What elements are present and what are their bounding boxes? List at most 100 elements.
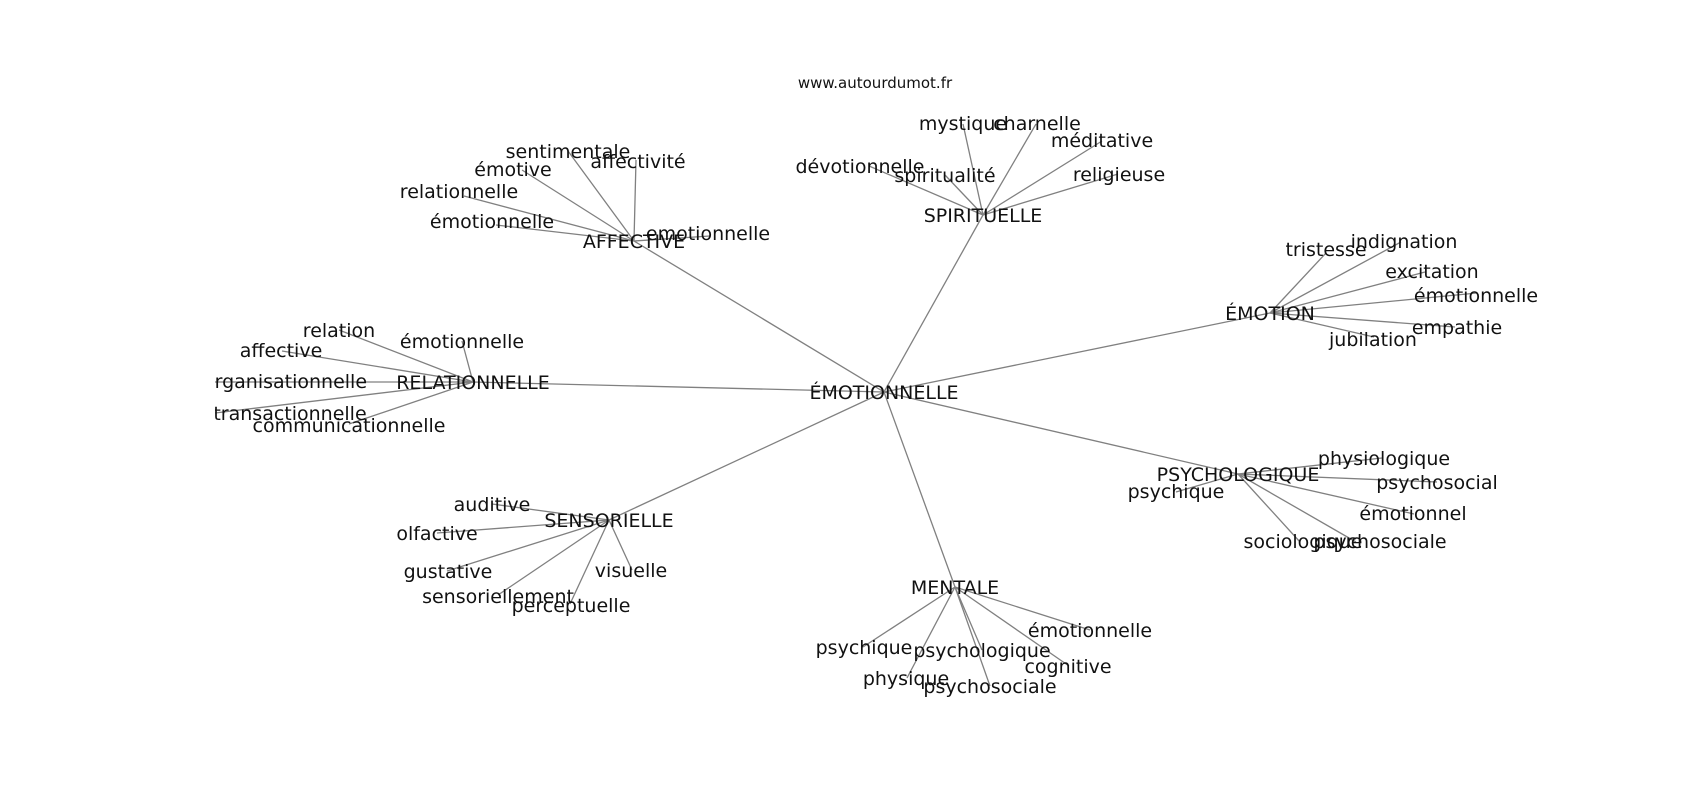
leaf-word[interactable]: psychosociale	[923, 676, 1056, 698]
edge-psychologique-leaf	[1175, 473, 1239, 493]
leaf-word[interactable]: affectivité	[590, 151, 685, 173]
edge-relationnelle-leaf	[338, 329, 474, 383]
center-node[interactable]: ÉMOTIONNELLE	[809, 381, 958, 404]
edge-mentale-leaf	[954, 586, 1070, 667]
edge-spirituelle-leaf	[982, 140, 1103, 216]
edge-mentale-leaf	[954, 586, 991, 687]
hub-node-emotion[interactable]: ÉMOTION	[1225, 302, 1315, 325]
edge-sensorielle-leaf	[491, 503, 610, 521]
leaf-word[interactable]: emotionnelle	[646, 223, 770, 245]
leaf-word[interactable]: tristesse	[1285, 239, 1366, 261]
leaf-word[interactable]: cognitive	[1024, 656, 1111, 678]
hub-node-mentale[interactable]: MENTALE	[911, 577, 999, 599]
edge-relationnelle-leaf	[348, 381, 474, 425]
leaf-word[interactable]: spiritualité	[894, 165, 995, 187]
edge-relationnelle-leaf	[215, 381, 474, 414]
edge-emotion-leaf	[1269, 271, 1426, 314]
leaf-word[interactable]: psychosocial	[1376, 472, 1498, 494]
leaf-word[interactable]: transactionnelle	[213, 403, 367, 425]
leaf-word[interactable]: sentimentale	[506, 141, 631, 163]
leaf-word[interactable]: relationnelle	[400, 181, 518, 203]
leaf-word[interactable]: olfactive	[396, 523, 477, 545]
edge-mentale-leaf	[954, 586, 1091, 631]
edge-sensorielle-leaf	[608, 519, 633, 571]
leaf-word[interactable]: psychologique	[913, 640, 1050, 662]
edge-emotion-leaf	[1269, 292, 1478, 314]
edge-relationnelle-leaf	[281, 350, 474, 383]
edge-psychologique-leaf	[1237, 473, 1301, 543]
hub-node-affective[interactable]: AFFECTIVE	[583, 231, 685, 253]
edge-psychologique-leaf	[1237, 457, 1383, 475]
edge-sensorielle-leaf	[569, 519, 610, 605]
leaf-word[interactable]: physiologique	[1318, 448, 1450, 470]
leaf-word[interactable]: psychique	[1128, 481, 1225, 503]
leaf-word[interactable]: émotionnelle	[400, 331, 524, 353]
leaf-word[interactable]: émotionnelle	[1414, 285, 1538, 307]
leaf-word[interactable]: empathie	[1412, 317, 1502, 339]
edge-center-mentale	[883, 391, 956, 588]
edge-spirituelle-leaf	[982, 173, 1119, 216]
edge-affective-leaf	[521, 169, 635, 242]
leaf-word[interactable]: sociologique	[1244, 531, 1363, 553]
edge-sensorielle-leaf	[446, 519, 610, 572]
leaf-word[interactable]: relation	[303, 320, 375, 342]
edge-center-psychologique	[883, 391, 1239, 475]
edge-affective-leaf	[495, 224, 635, 242]
leaf-word[interactable]: perceptuelle	[512, 595, 631, 617]
edge-affective-leaf	[463, 195, 635, 242]
edge-emotion-leaf	[1269, 241, 1402, 314]
edge-center-affective	[633, 240, 885, 393]
edge-spirituelle-leaf	[982, 123, 1037, 216]
edge-affective-leaf	[633, 159, 637, 242]
edge-center-relationnelle	[472, 381, 885, 393]
leaf-word[interactable]: communicationnelle	[253, 415, 446, 437]
leaf-word[interactable]: charnelle	[993, 113, 1081, 135]
hub-node-spirituelle[interactable]: SPIRITUELLE	[924, 205, 1043, 227]
leaf-word[interactable]: psychique	[816, 637, 913, 659]
edge-psychologique-leaf	[1237, 473, 1415, 515]
edge-mentale-leaf	[862, 586, 956, 648]
edge-spirituelle-leaf	[962, 123, 984, 216]
leaf-word[interactable]: émotionnelle	[1028, 620, 1152, 642]
leaf-word[interactable]: émotionnel	[1359, 503, 1466, 525]
edge-center-sensorielle	[608, 391, 885, 521]
leaf-word[interactable]: visuelle	[595, 560, 667, 582]
edge-affective-leaf	[567, 150, 635, 242]
leaf-word[interactable]: mystique	[919, 113, 1007, 135]
edge-psychologique-leaf	[1237, 473, 1438, 483]
edge-mentale-leaf	[906, 586, 956, 679]
hub-node-relationnelle[interactable]: RELATIONNELLE	[396, 372, 550, 394]
leaf-word[interactable]: méditative	[1051, 130, 1153, 152]
leaf-word[interactable]: psychosociale	[1313, 531, 1446, 553]
source-url[interactable]: www.autourdumot.fr	[798, 74, 953, 92]
leaf-word[interactable]: organisationnelle	[203, 371, 367, 393]
leaf-word[interactable]: sensoriellement	[422, 586, 574, 608]
leaf-word[interactable]: auditive	[454, 494, 531, 516]
leaf-word[interactable]: émotionnelle	[430, 211, 554, 233]
edge-center-emotion	[883, 312, 1271, 393]
edge-mentale-leaf	[954, 586, 983, 651]
leaf-word[interactable]: religieuse	[1073, 164, 1165, 186]
edge-emotion-leaf	[1269, 252, 1327, 314]
edge-center-spirituelle	[883, 214, 984, 393]
leaf-word[interactable]: excitation	[1385, 261, 1478, 283]
leaf-word[interactable]: indignation	[1351, 231, 1458, 253]
hub-node-psychologique[interactable]: PSYCHOLOGIQUE	[1157, 464, 1320, 486]
leaf-word[interactable]: physique	[863, 668, 949, 690]
edge-emotion-leaf	[1269, 312, 1375, 338]
edge-sensorielle-leaf	[436, 519, 610, 534]
edge-relationnelle-leaf	[461, 340, 474, 383]
leaf-word[interactable]: affective	[240, 340, 323, 362]
leaf-word[interactable]: émotive	[474, 159, 551, 181]
edge-psychologique-leaf	[1237, 473, 1357, 543]
leaf-word[interactable]: gustative	[404, 561, 493, 583]
edge-sensorielle-leaf	[497, 519, 610, 596]
leaf-word[interactable]: jubilation	[1328, 329, 1417, 351]
hub-node-sensorielle[interactable]: SENSORIELLE	[544, 510, 673, 532]
edge-spirituelle-leaf	[868, 165, 984, 216]
graph-edges	[215, 123, 1478, 687]
leaf-word[interactable]: dévotionnelle	[796, 156, 925, 178]
